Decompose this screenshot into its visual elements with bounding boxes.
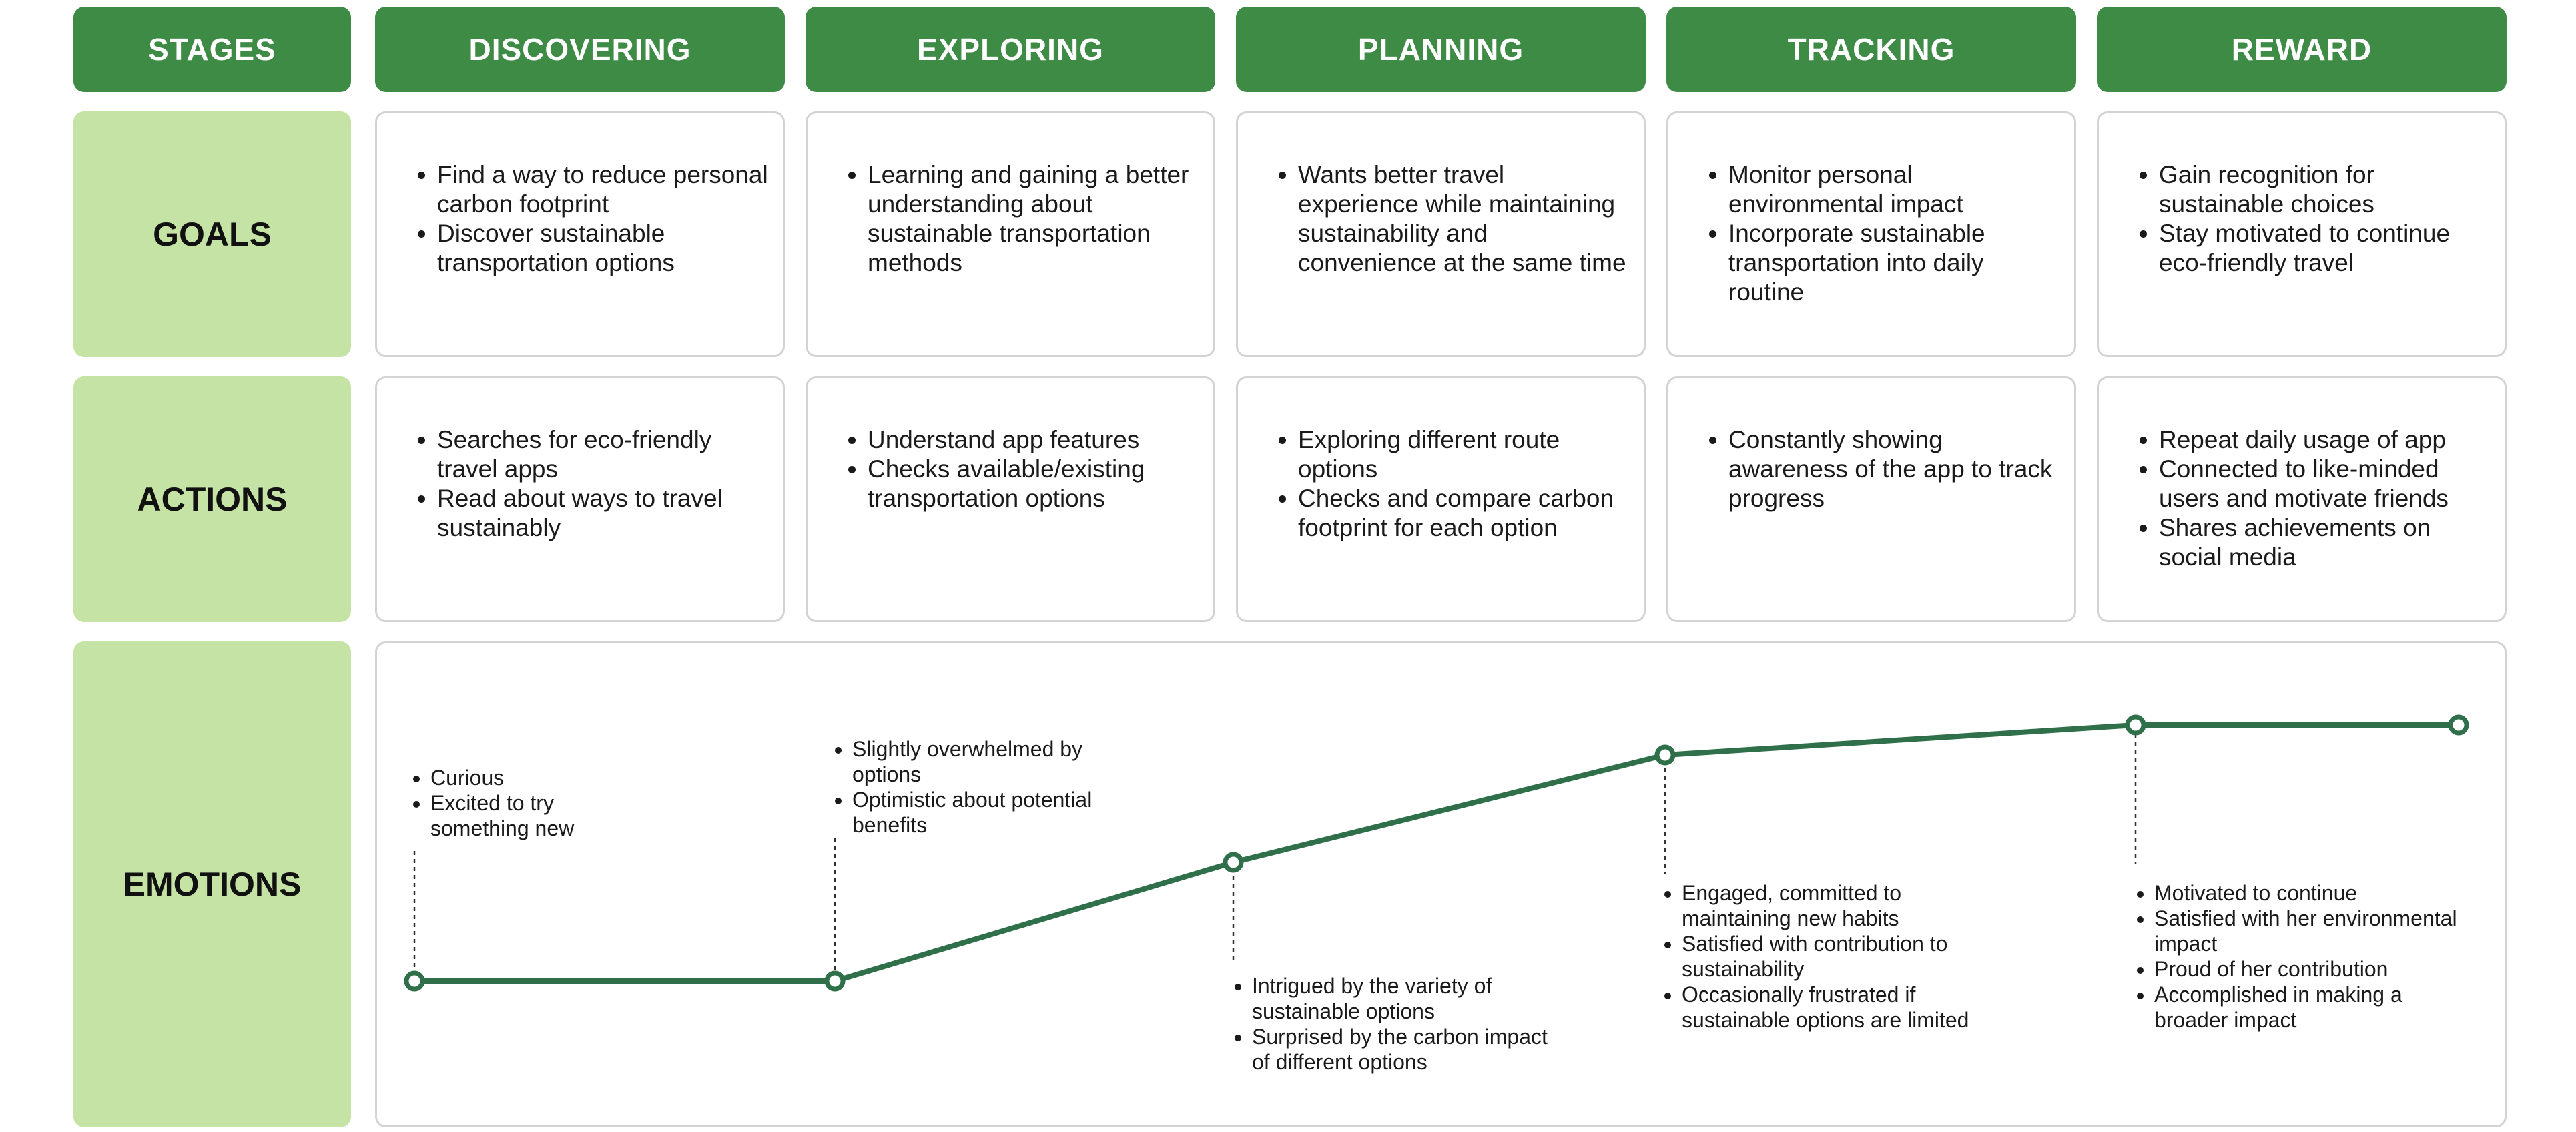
actions-exploring-list: Understand app features Checks available… <box>808 378 1213 513</box>
list-item: Excited to try something new <box>430 790 657 841</box>
list-item: Intrigued by the variety of sustainable … <box>1252 973 1559 1024</box>
goals-tracking-cell: Monitor personal environmental impact In… <box>1666 111 2076 357</box>
planning-header: PLANNING <box>1236 7 1646 92</box>
list-item: Proud of her contribution <box>2154 956 2468 982</box>
goals-planning-cell: Wants better travel experience while mai… <box>1236 111 1646 357</box>
list-item: Wants better travel experience while mai… <box>1298 160 1630 278</box>
list-item: Monitor personal environmental impact <box>1728 160 2061 219</box>
goals-planning-list: Wants better travel experience while mai… <box>1238 113 1644 278</box>
goals-reward-cell: Gain recognition for sustainable choices… <box>2097 111 2507 357</box>
actions-row-label: ACTIONS <box>73 376 351 622</box>
list-item: Checks and compare carbon footprint for … <box>1298 484 1630 543</box>
goals-discovering-cell: Find a way to reduce personal carbon foo… <box>375 111 785 357</box>
actions-exploring-cell: Understand app features Checks available… <box>806 376 1215 622</box>
list-item: Discover sustainable transportation opti… <box>437 219 769 278</box>
emotions-reward-list: Motivated to continue Satisfied with her… <box>2132 880 2468 1033</box>
list-item: Repeat daily usage of app <box>2159 425 2491 455</box>
list-item: Incorporate sustainable transportation i… <box>1728 219 2061 307</box>
emotions-tracking-list: Engaged, committed to maintaining new ha… <box>1659 880 2015 1033</box>
list-item: Exploring different route options <box>1298 425 1630 484</box>
list-item: Satisfied with her environmental impact <box>2154 906 2468 956</box>
list-item: Shares achievements on social media <box>2159 513 2491 572</box>
list-item: Find a way to reduce personal carbon foo… <box>437 160 769 219</box>
actions-discovering-cell: Searches for eco-friendly travel apps Re… <box>375 376 785 622</box>
list-item: Constantly showing awareness of the app … <box>1728 425 2061 513</box>
list-item: Engaged, committed to maintaining new ha… <box>1682 880 2015 931</box>
actions-tracking-list: Constantly showing awareness of the app … <box>1668 378 2074 513</box>
exploring-point <box>824 970 846 992</box>
emotion-line <box>414 722 2459 984</box>
goals-exploring-cell: Learning and gaining a better understand… <box>806 111 1215 357</box>
actions-reward-cell: Repeat daily usage of app Connected to l… <box>2097 376 2507 622</box>
emotions-exploring-list: Slightly overwhelmed by options Optimist… <box>830 736 1119 838</box>
reward-header: REWARD <box>2097 7 2507 92</box>
list-item: Curious <box>430 765 657 790</box>
list-item: Surprised by the carbon impact of differ… <box>1252 1024 1559 1075</box>
actions-planning-cell: Exploring different route options Checks… <box>1236 376 1646 622</box>
list-item: Connected to like-minded users and motiv… <box>2159 455 2491 513</box>
stages-header: STAGES <box>73 7 351 92</box>
list-item: Optimistic about potential benefits <box>852 787 1119 838</box>
list-item: Slightly overwhelmed by options <box>852 736 1119 787</box>
list-item: Read about ways to travel sustainably <box>437 484 769 543</box>
emotions-planning-list: Intrigued by the variety of sustainable … <box>1229 973 1559 1075</box>
planning-point <box>1223 852 1244 873</box>
goals-exploring-list: Learning and gaining a better understand… <box>808 113 1213 278</box>
emotions-panel <box>375 641 2507 1127</box>
goals-row-label: GOALS <box>73 111 351 357</box>
actions-discovering-list: Searches for eco-friendly travel apps Re… <box>377 378 783 543</box>
discovering-header: DISCOVERING <box>375 7 785 92</box>
emotion-points <box>404 714 2469 992</box>
list-item: Satisfied with contribution to sustainab… <box>1682 931 2015 982</box>
reward-point <box>2125 714 2146 736</box>
list-item: Occasionally frustrated if sustainable o… <box>1682 982 2015 1033</box>
emotions-row-label: EMOTIONS <box>73 641 351 1127</box>
list-item: Stay motivated to continue eco-friendly … <box>2159 219 2491 278</box>
list-item: Searches for eco-friendly travel apps <box>437 425 769 484</box>
emotions-discovering-list: Curious Excited to try something new <box>408 765 657 841</box>
tracking-header: TRACKING <box>1666 7 2076 92</box>
list-item: Motivated to continue <box>2154 880 2468 906</box>
emotion-connectors <box>413 734 2137 971</box>
list-item: Learning and gaining a better understand… <box>868 160 1200 278</box>
list-item: Accomplished in making a broader impact <box>2154 982 2468 1033</box>
actions-planning-list: Exploring different route options Checks… <box>1238 378 1644 543</box>
list-item: Gain recognition for sustainable choices <box>2159 160 2491 219</box>
goals-tracking-list: Monitor personal environmental impact In… <box>1668 113 2074 307</box>
list-item: Checks available/existing transportation… <box>868 455 1200 513</box>
discovering-point <box>404 970 425 992</box>
list-item: Understand app features <box>868 425 1200 455</box>
goals-reward-list: Gain recognition for sustainable choices… <box>2099 113 2505 278</box>
goals-discovering-list: Find a way to reduce personal carbon foo… <box>377 113 783 278</box>
tracking-point <box>1654 744 1676 766</box>
exploring-header: EXPLORING <box>806 7 1215 92</box>
end-point <box>2448 714 2469 736</box>
actions-tracking-cell: Constantly showing awareness of the app … <box>1666 376 2076 622</box>
actions-reward-list: Repeat daily usage of app Connected to l… <box>2099 378 2505 572</box>
